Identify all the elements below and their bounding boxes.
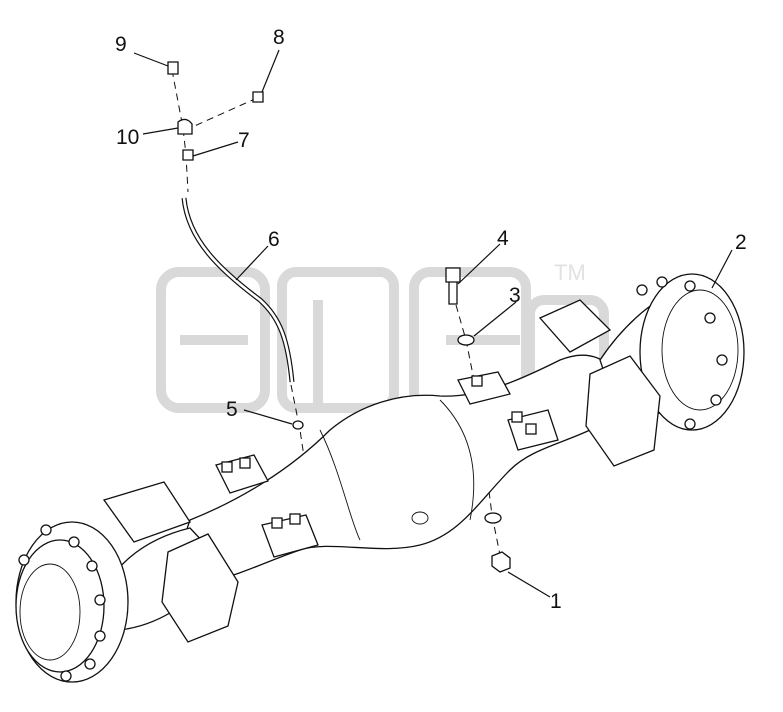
banjo-bolt-9 [167, 61, 179, 75]
nipple-7 [182, 149, 194, 161]
banjo-fitting-10 [177, 118, 193, 135]
washer-3 [457, 334, 475, 346]
fitting-8 [252, 91, 264, 103]
callout-6: 6 [268, 228, 280, 251]
callout-3: 3 [509, 284, 521, 307]
right-brake-caliper [585, 355, 661, 467]
callout-5: 5 [226, 398, 238, 421]
leader-lines [133, 49, 733, 598]
washer-lower [484, 512, 502, 524]
callout-10: 10 [116, 126, 139, 149]
bolt-4 [445, 267, 461, 305]
callout-1: 1 [550, 590, 562, 613]
washer-5 [292, 420, 304, 430]
callout-7: 7 [238, 129, 250, 152]
callout-9: 9 [115, 33, 127, 56]
fasteners [445, 267, 511, 573]
axle-housing [183, 354, 622, 582]
left-brake-caliper [161, 533, 239, 643]
spring-pad-right-a [457, 371, 511, 405]
callout-8: 8 [273, 26, 285, 49]
trademark-mark: TM [554, 260, 586, 285]
callout-4: 4 [497, 227, 509, 250]
nut-1 [491, 551, 511, 573]
left-wheel-hub [15, 481, 239, 683]
hose-6 [181, 197, 295, 383]
callout-2: 2 [735, 231, 747, 254]
right-wheel-hub [538, 273, 745, 467]
callout-labels: 9 8 10 7 6 5 4 3 2 1 [115, 26, 747, 613]
